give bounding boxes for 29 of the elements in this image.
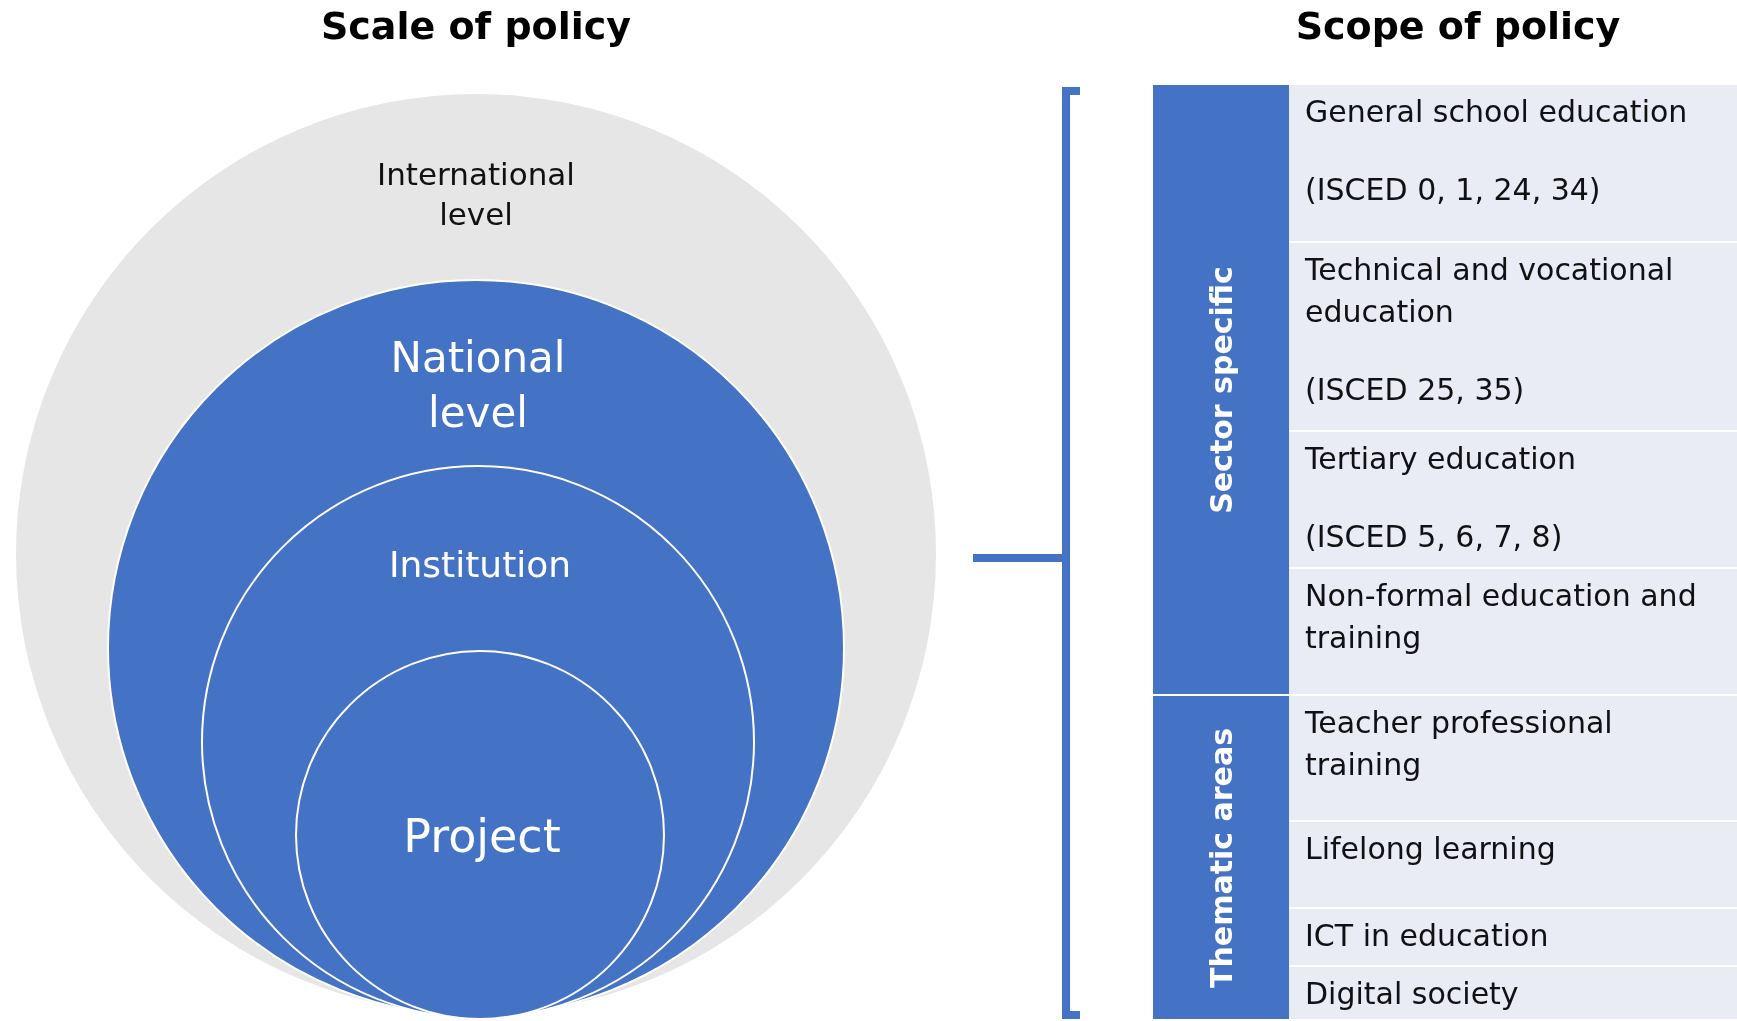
cell-text: Non-formal education and training [1305, 577, 1698, 657]
cell-text: Teacher professional training [1305, 704, 1614, 784]
cell-text: Lifelong learning [1305, 830, 1556, 868]
level-label: Institution [387, 543, 573, 587]
cell-text: Technical and vocational education [1305, 251, 1675, 331]
level-label: Project [402, 808, 562, 865]
cell-text: Tertiary education [1305, 440, 1576, 478]
table-cell [1289, 822, 1737, 909]
section-heading: Scale of policy [320, 4, 632, 48]
cell-text: General school education [1305, 93, 1688, 131]
cell-text: (ISCED 25, 35) [1305, 371, 1525, 409]
level-label: National level [389, 332, 567, 439]
cell-text: Digital society [1305, 975, 1519, 1013]
cell-text: ICT in education [1305, 917, 1549, 955]
cell-text: (ISCED 5, 6, 7, 8) [1305, 518, 1563, 556]
category-band [1153, 696, 1289, 1021]
category-label: Sector specific [1203, 265, 1239, 514]
table-cell [1289, 967, 1737, 1021]
level-label: International level [376, 155, 576, 235]
cell-text: (ISCED 0, 1, 24, 34) [1305, 171, 1601, 209]
table-cell [1289, 569, 1737, 696]
category-label: Thematic areas [1203, 727, 1239, 988]
category-band [1153, 85, 1289, 696]
section-heading: Scope of policy [1295, 4, 1621, 48]
table-cell [1289, 432, 1737, 569]
table-cell [1289, 85, 1737, 243]
table-cell [1289, 243, 1737, 432]
table-cell [1289, 696, 1737, 822]
table-cell [1289, 909, 1737, 967]
